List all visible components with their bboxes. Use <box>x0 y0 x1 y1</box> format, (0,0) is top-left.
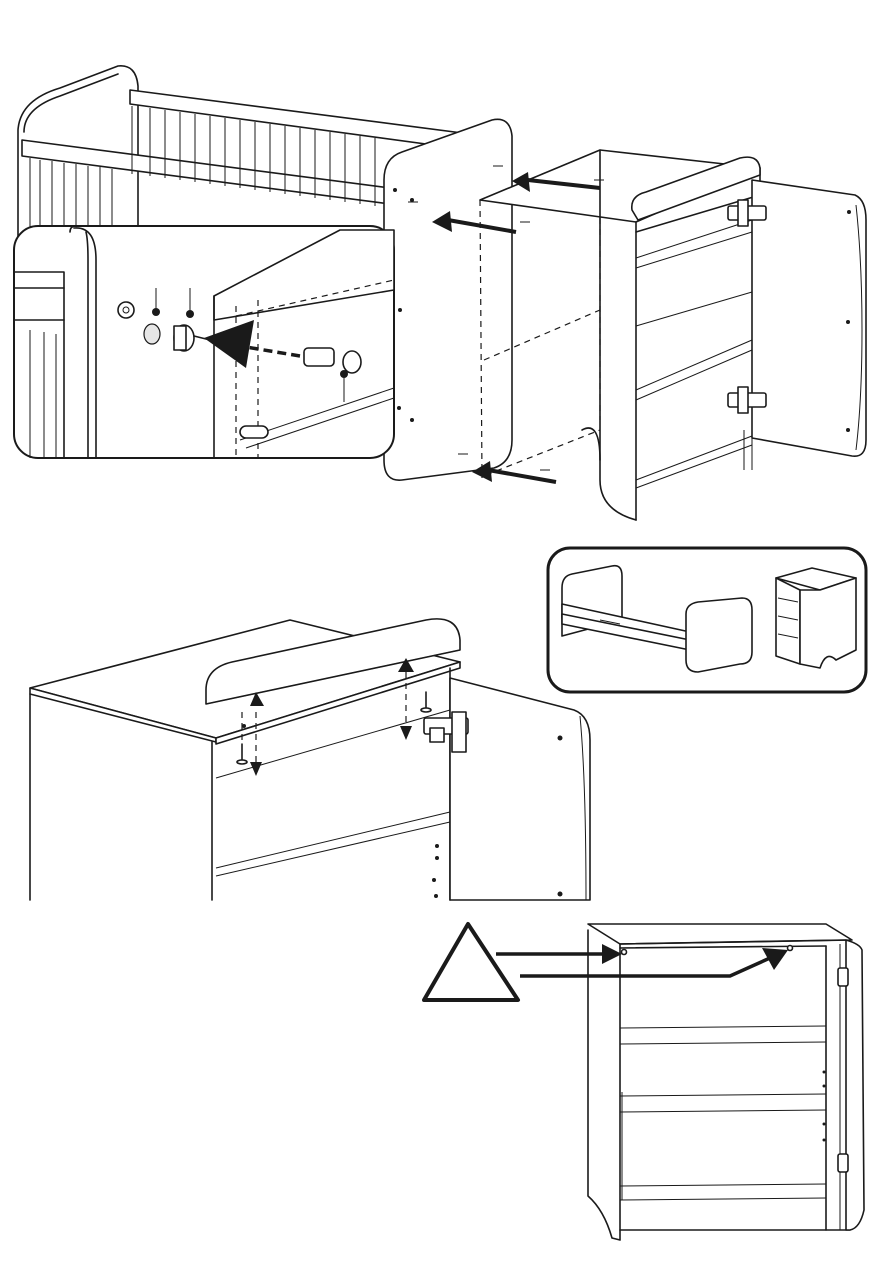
step-check-holes <box>424 924 864 1240</box>
step-reference-products <box>548 548 866 692</box>
cabinet-door <box>752 180 866 456</box>
step-attach-top-rail <box>30 619 590 900</box>
cabinet-carcass <box>480 150 760 520</box>
warning-triangle <box>424 924 518 1000</box>
side-panel <box>384 119 512 480</box>
detail-magnifier <box>14 226 394 458</box>
pointer-arrow <box>496 944 788 976</box>
hinge-icon <box>424 712 468 752</box>
